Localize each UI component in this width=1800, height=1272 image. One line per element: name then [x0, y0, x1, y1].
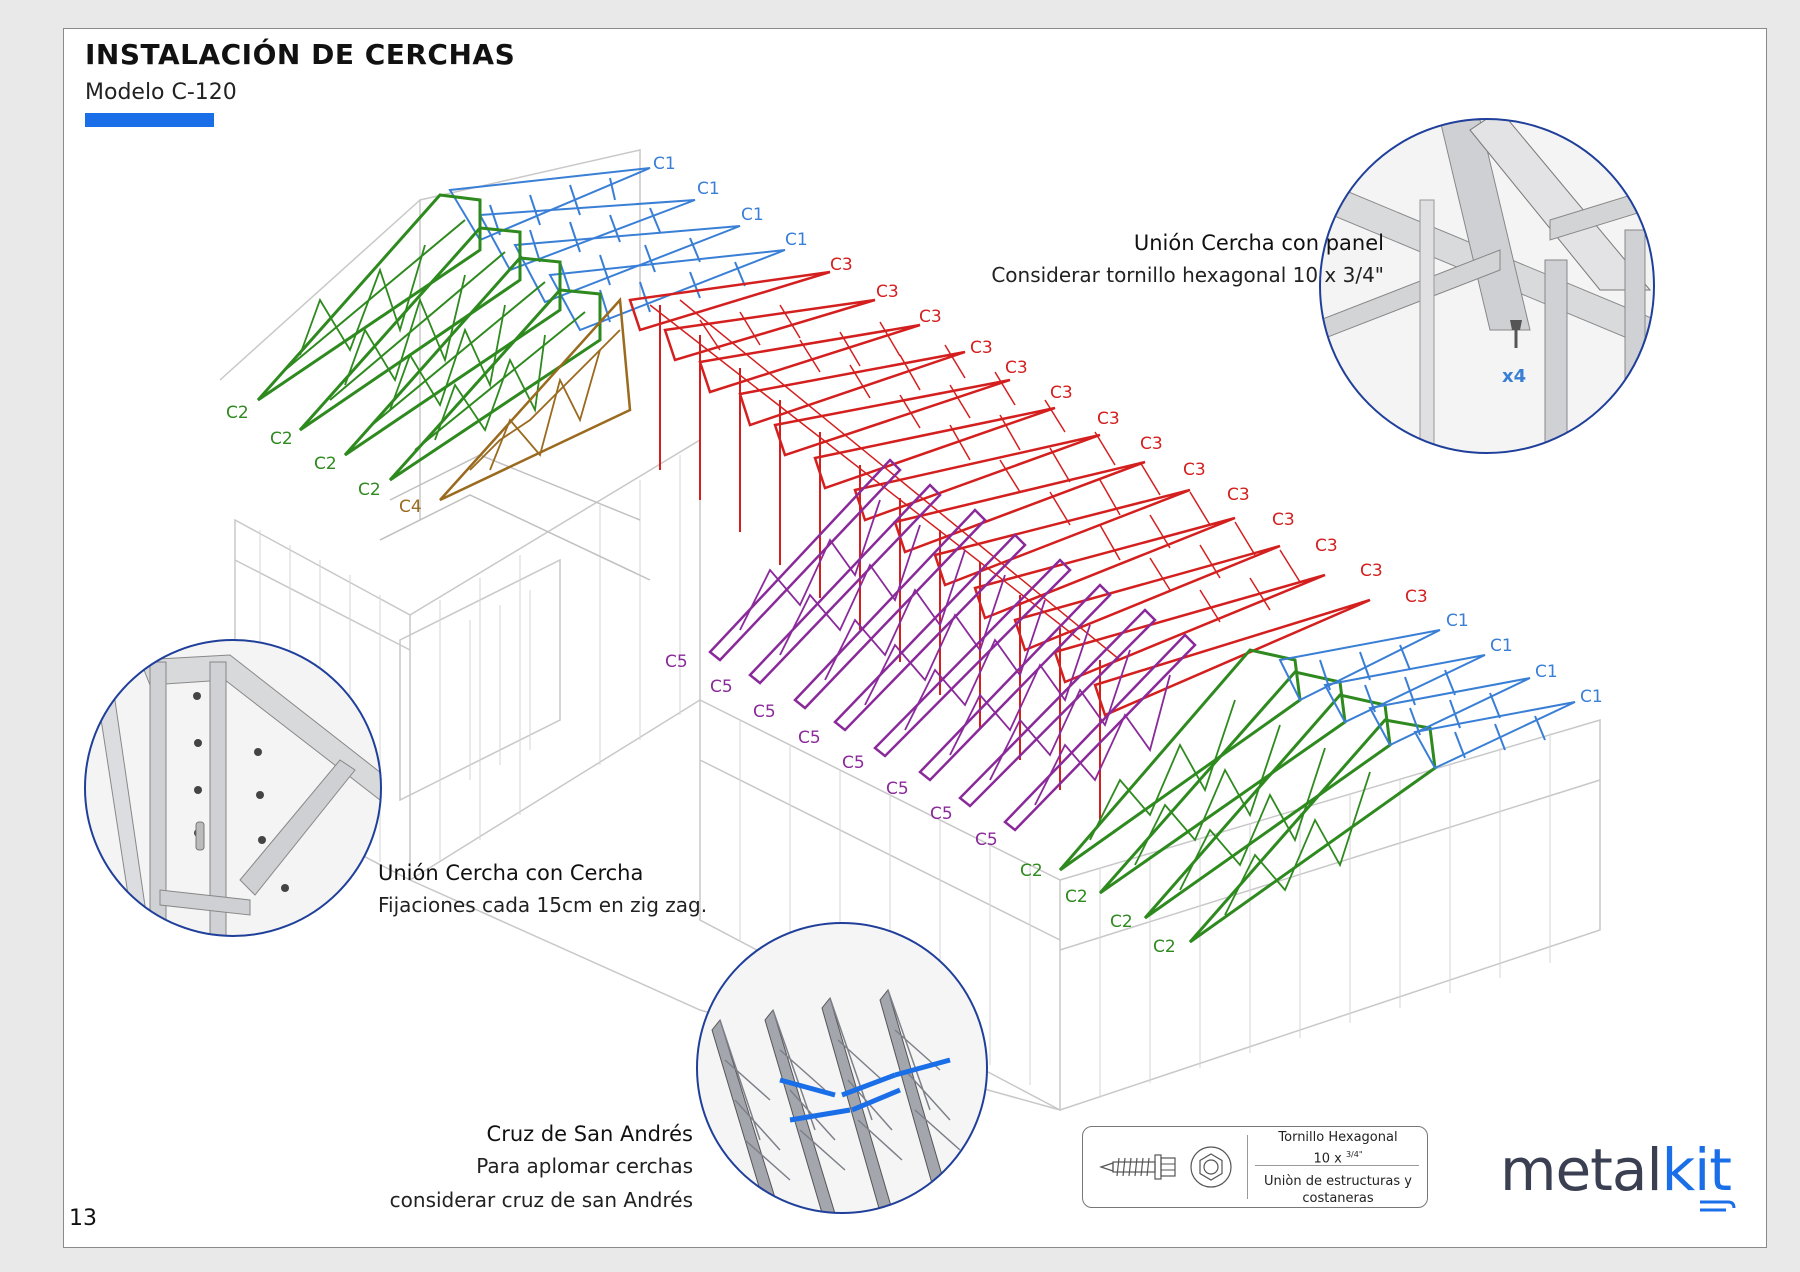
label-c1: C1	[1580, 687, 1603, 707]
truss-group-c2-left	[256, 193, 602, 482]
label-c5: C5	[753, 702, 776, 722]
label-c2: C2	[358, 480, 381, 500]
label-c2: C2	[1153, 937, 1176, 957]
label-c3: C3	[830, 255, 853, 275]
logo-part1: metal	[1500, 1136, 1663, 1204]
truss-group-c3	[628, 270, 1371, 822]
spec-size: 10 x 3/4"	[1249, 1146, 1427, 1167]
label-c2: C2	[1020, 861, 1043, 881]
label-c3: C3	[1097, 409, 1120, 429]
callout-panel-title: Unión Cercha con panel	[1133, 231, 1384, 255]
accent-bar	[85, 113, 214, 127]
label-c1: C1	[653, 154, 676, 174]
page-subtitle: Modelo C-120	[85, 80, 237, 105]
label-c3: C3	[970, 338, 993, 358]
truss-group-c5	[708, 458, 1197, 832]
callout-cruz: Cruz de San Andrés Para aplomar cerchas …	[300, 1119, 693, 1217]
spec-name: Tornillo Hexagonal	[1278, 1130, 1398, 1145]
label-c1: C1	[785, 230, 808, 250]
callout-truss-truss-description: Fijaciones cada 15cm en zig zag.	[378, 893, 708, 917]
truss-c4	[439, 297, 632, 502]
label-c3: C3	[1405, 587, 1428, 607]
logo-underline-mark	[1700, 1200, 1736, 1212]
label-c5: C5	[975, 830, 998, 850]
label-c3: C3	[876, 282, 899, 302]
label-c3: C3	[1227, 485, 1250, 505]
label-c5: C5	[798, 728, 821, 748]
label-c3: C3	[1360, 561, 1383, 581]
detail-circle-panel: x4	[1319, 118, 1655, 454]
label-c5: C5	[665, 652, 688, 672]
screw-spec-box: Tornillo Hexagonal 10 x 3/4" Uniòn de es…	[1082, 1126, 1428, 1208]
label-c2: C2	[226, 403, 249, 423]
callout-truss-truss: Unión Cercha con Cercha Fijaciones cada …	[378, 858, 798, 922]
label-c5: C5	[842, 753, 865, 773]
metalkit-logo: metalkit	[1500, 1136, 1736, 1212]
label-c3: C3	[1183, 460, 1206, 480]
callout-panel-description: Considerar tornillo hexagonal 10 x 3/4"	[991, 263, 1384, 287]
label-c5: C5	[710, 677, 733, 697]
callout-cruz-line2: considerar cruz de san Andrés	[389, 1188, 693, 1212]
spec-size-main: 10 x	[1313, 1151, 1342, 1167]
label-c1: C1	[741, 205, 764, 225]
spec-usage: Uniòn de estructuras y costaneras	[1264, 1174, 1412, 1207]
detail-circle-cruz	[696, 922, 988, 1214]
label-c2: C2	[270, 429, 293, 449]
label-c1: C1	[1446, 611, 1469, 631]
callout-cruz-line1: Para aplomar cerchas	[476, 1154, 693, 1178]
spec-hr	[1255, 1165, 1419, 1166]
callout-cruz-title: Cruz de San Andrés	[486, 1122, 693, 1146]
page-number: 13	[69, 1206, 97, 1231]
label-c1: C1	[1490, 636, 1513, 656]
label-c1: C1	[1535, 662, 1558, 682]
hex-screw-icon	[1099, 1146, 1232, 1188]
detail-circle-truss-truss	[84, 639, 382, 937]
label-c5: C5	[886, 779, 909, 799]
label-c2: C2	[314, 454, 337, 474]
label-c2: C2	[1110, 912, 1133, 932]
callout-panel: Unión Cercha con panel Considerar tornil…	[900, 228, 1384, 292]
truss-labels: C1 C1 C1 C1 C3 C3 C3 C3 C3 C3 C3 C3 C3 C…	[226, 154, 1603, 957]
label-c2: C2	[1065, 887, 1088, 907]
page-title: INSTALACIÓN DE CERCHAS	[85, 38, 516, 71]
label-c3: C3	[1005, 358, 1028, 378]
spec-size-sup: 3/4"	[1345, 1150, 1363, 1159]
spec-divider	[1247, 1135, 1248, 1199]
screw-count: x4	[1502, 366, 1526, 387]
spec-text: Tornillo Hexagonal 10 x 3/4" Uniòn de es…	[1249, 1129, 1427, 1207]
truss-group-c1-right	[1278, 629, 1576, 770]
logo-part2: kit	[1661, 1136, 1732, 1204]
label-c3: C3	[1140, 434, 1163, 454]
label-c5: C5	[930, 804, 953, 824]
truss-group-c1-left	[448, 167, 786, 332]
label-c3: C3	[1315, 536, 1338, 556]
label-c3: C3	[1272, 510, 1295, 530]
label-c3: C3	[919, 307, 942, 327]
callout-truss-truss-title: Unión Cercha con Cercha	[378, 861, 644, 885]
label-c3: C3	[1050, 383, 1073, 403]
label-c4: C4	[399, 497, 422, 517]
label-c1: C1	[697, 179, 720, 199]
